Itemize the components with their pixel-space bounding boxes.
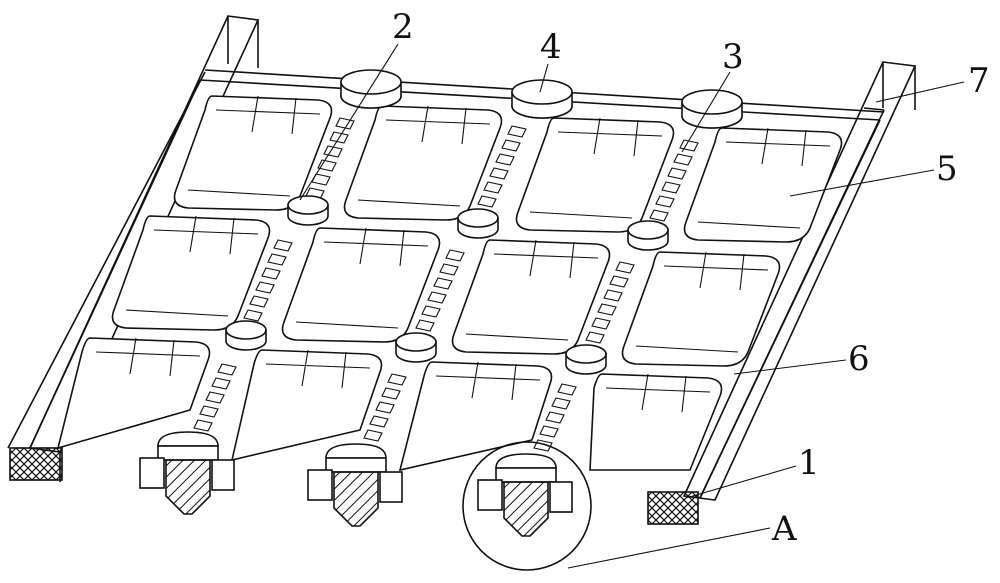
label-a: A — [771, 509, 797, 549]
slot-ladder — [585, 261, 635, 344]
label-2: 2 — [392, 7, 414, 47]
round-pads — [225, 69, 743, 375]
slot-ladder — [477, 125, 527, 208]
pocket — [173, 95, 333, 211]
large-pad — [511, 79, 573, 119]
pocket-grid — [56, 95, 843, 472]
slot-ladder — [243, 239, 293, 322]
label-5: 5 — [936, 149, 958, 189]
pocket — [621, 251, 781, 367]
slot-ladders — [193, 117, 699, 452]
slot-ladder — [193, 363, 237, 432]
pocket — [589, 373, 723, 471]
large-pad — [340, 69, 402, 109]
screw-fasteners — [139, 431, 573, 537]
pocket — [343, 105, 503, 221]
detail-circle — [462, 441, 592, 571]
leader-lines — [299, 43, 965, 569]
base-plate — [29, 79, 881, 499]
pocket — [230, 349, 383, 462]
small-pad — [627, 220, 669, 251]
pocket — [683, 127, 843, 243]
small-pad — [457, 208, 499, 239]
slot-ladder — [305, 117, 355, 200]
pocket — [281, 227, 441, 343]
small-pad — [395, 332, 437, 363]
screw — [139, 431, 235, 515]
pocket — [515, 117, 675, 233]
label-6: 6 — [848, 339, 870, 379]
label-7: 7 — [968, 61, 990, 101]
reference-labels: 2 4 3 7 5 6 1 A — [392, 7, 990, 549]
small-pad — [565, 344, 607, 375]
label-4: 4 — [540, 27, 562, 67]
slot-ladder — [415, 249, 465, 332]
pocket — [56, 337, 211, 450]
slot-ladder — [363, 373, 407, 442]
label-3: 3 — [722, 37, 744, 77]
large-pad — [681, 89, 743, 129]
pocket — [451, 239, 611, 355]
pocket — [111, 215, 271, 331]
small-pad — [287, 195, 329, 226]
label-1: 1 — [798, 443, 820, 483]
screw — [477, 453, 573, 537]
slot-ladder — [649, 139, 699, 222]
small-pad — [225, 320, 267, 351]
slot-ladder — [533, 383, 577, 452]
screw — [307, 443, 403, 527]
end-block — [9, 447, 63, 481]
